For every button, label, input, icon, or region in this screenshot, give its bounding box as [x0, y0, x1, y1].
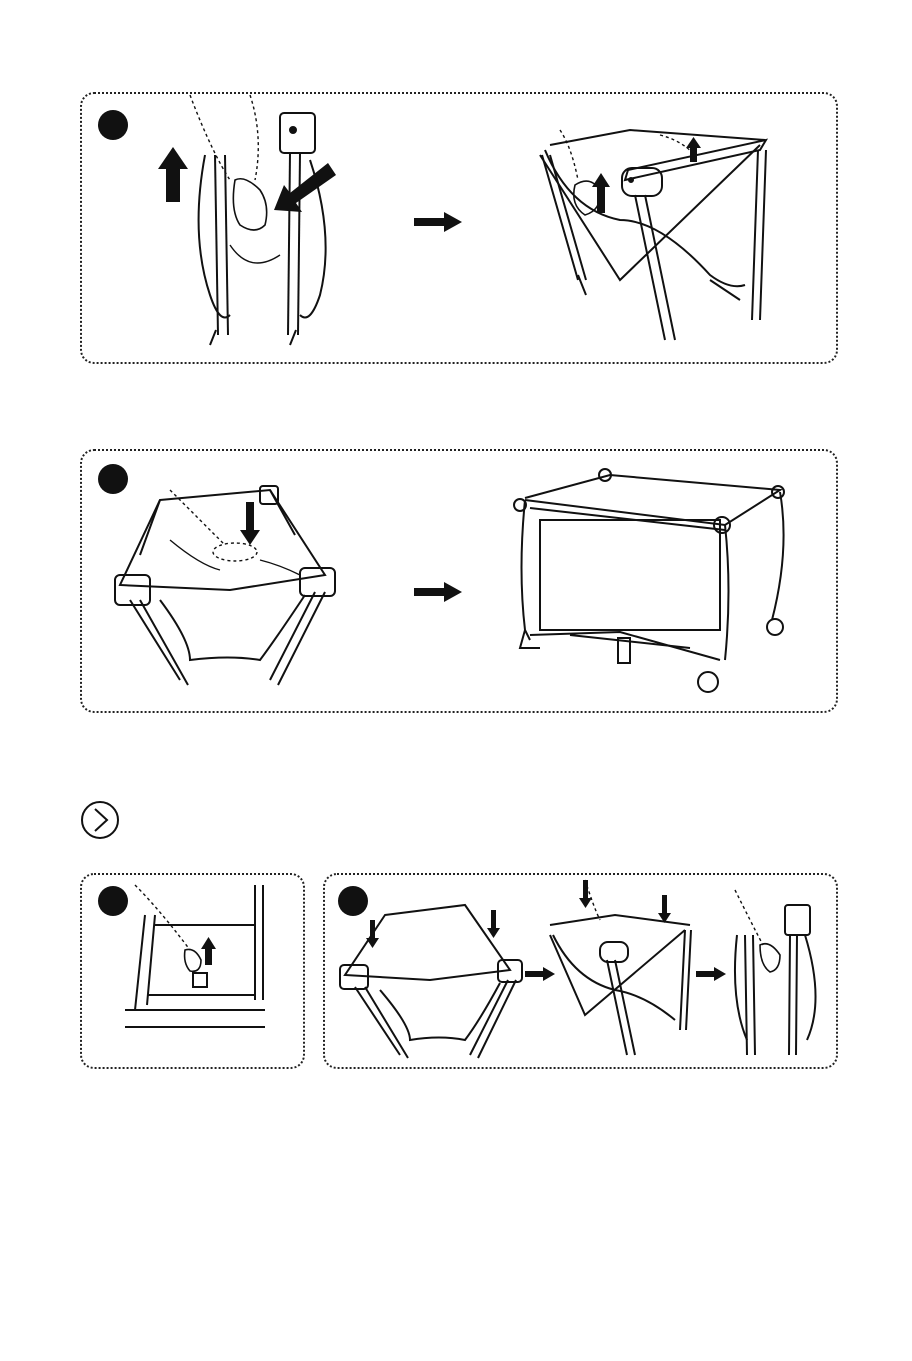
push-arrow-icon — [274, 163, 336, 212]
next-arrow-icon — [414, 212, 462, 232]
chevron-right-circle-icon — [80, 800, 120, 840]
next-arrow-icon — [696, 967, 726, 981]
up-arrow-icon — [201, 937, 216, 965]
down-arrow-icon — [240, 502, 260, 545]
unfolding-playard-illustration — [530, 110, 790, 350]
press-base-illustration — [110, 480, 350, 695]
fully-folded-illustration — [725, 890, 830, 1060]
partially-folded-illustration — [545, 880, 695, 1060]
fold-rails-illustration — [340, 895, 520, 1065]
next-arrow-icon — [414, 582, 462, 602]
up-arrow-icon — [158, 147, 188, 202]
release-center-illustration — [115, 885, 280, 1045]
step-number-badge-1 — [98, 110, 128, 140]
assembled-playard-illustration — [510, 470, 800, 700]
folded-playard-illustration — [150, 95, 350, 345]
